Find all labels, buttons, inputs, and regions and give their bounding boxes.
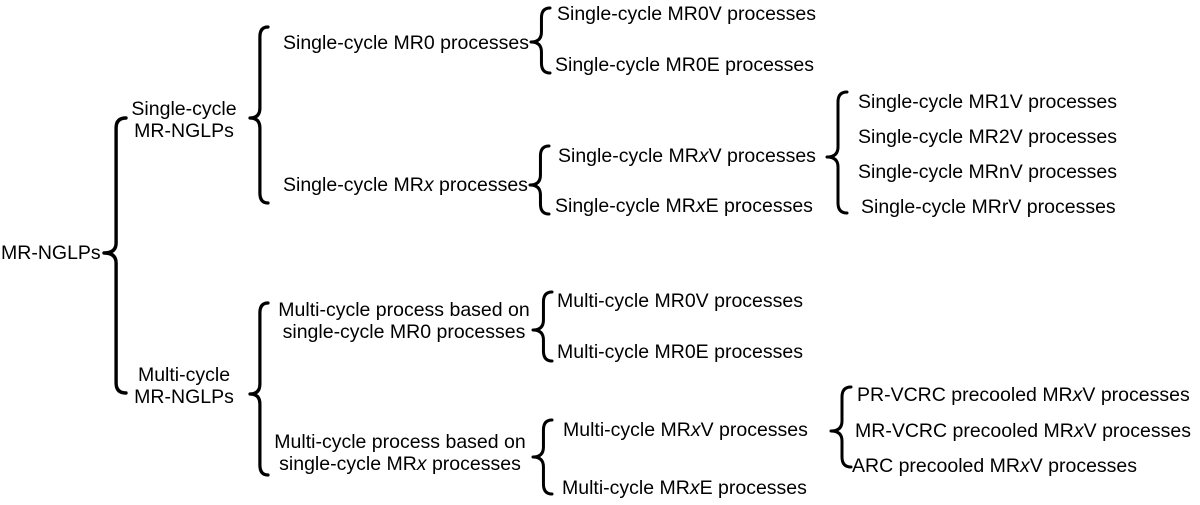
node-single-cycle-mrx-processes-line: Single-cycle MRx processes: [283, 174, 528, 196]
node-single-cycle-mr1v-processes-line: Single-cycle MR1V processes: [858, 91, 1118, 113]
node-single-cycle-mr0v-processes: Single-cycle MR0V processes: [557, 3, 816, 25]
node-single-cycle-mr0e-processes-line: Single-cycle MR0E processes: [555, 54, 815, 76]
node-single-cycle-mrrv-processes-line: Single-cycle MRrV processes: [861, 196, 1116, 218]
node-single-cycle-mr0-processes: Single-cycle MR0 processes: [283, 32, 529, 54]
node-root-line: MR-NGLPs: [1, 242, 101, 264]
node-multi-cycle-mrxv-processes-line: Multi-cycle MRxV processes: [563, 419, 808, 441]
node-multi-cycle-mr0e-processes: Multi-cycle MR0E processes: [557, 341, 803, 363]
node-multi-cycle-mrxe-processes: Multi-cycle MRxE processes: [562, 477, 807, 499]
node-multi-cycle-mrxv-processes: Multi-cycle MRxV processes: [563, 419, 808, 441]
node-multi-cycle-based-on-mr0-line: Multi-cycle process based on: [278, 299, 530, 321]
brace-multi-mr0: [531, 290, 554, 363]
node-single-cycle-mr0e-processes: Single-cycle MR0E processes: [555, 54, 814, 76]
node-multi-cycle-mr-nglps-line: Multi-cycle: [137, 364, 231, 386]
brace-single-cycle: [248, 25, 270, 205]
node-single-cycle-mr0-processes-line: Single-cycle MR0 processes: [283, 32, 530, 54]
node-single-cycle-mrxv-processes: Single-cycle MRxV processes: [558, 145, 816, 167]
node-multi-cycle-mr0v-processes: Multi-cycle MR0V processes: [557, 290, 803, 312]
node-root: MR-NGLPs: [1, 242, 101, 264]
node-arc-precooled-mrxv-line: ARC precooled MRxV processes: [852, 455, 1138, 477]
brace-multi-mrxv: [829, 385, 853, 469]
node-multi-cycle-based-on-mrx-line: single-cycle MRx processes: [279, 453, 521, 475]
node-multi-cycle-mr0e-processes-line: Multi-cycle MR0E processes: [557, 341, 803, 363]
brace-single-mrx: [528, 144, 551, 216]
node-pr-vcrc-precooled-mrxv-line: PR-VCRC precooled MRxV processes: [857, 384, 1190, 406]
node-pr-vcrc-precooled-mrxv: PR-VCRC precooled MRxV processes: [857, 384, 1190, 406]
node-single-cycle-mrxe-processes: Single-cycle MRxE processes: [555, 195, 813, 217]
node-mr-vcrc-precooled-mrxv: MR-VCRC precooled MRxV processes: [855, 420, 1191, 442]
node-multi-cycle-mrxe-processes-line: Multi-cycle MRxE processes: [562, 477, 807, 499]
brace-root: [102, 116, 128, 395]
node-multi-cycle-based-on-mrx-line: Multi-cycle process based on: [274, 431, 526, 453]
node-single-cycle-mrnv-processes-line: Single-cycle MRnV processes: [858, 161, 1118, 183]
node-single-cycle-mr-nglps-line: MR-NGLPs: [134, 120, 234, 142]
brace-multi-mrx: [531, 418, 554, 496]
node-single-cycle-mrxv-processes-line: Single-cycle MRxV processes: [558, 145, 816, 167]
node-single-cycle-mr2v-processes-line: Single-cycle MR2V processes: [858, 126, 1118, 148]
node-mr-vcrc-precooled-mrxv-line: MR-VCRC precooled MRxV processes: [855, 420, 1191, 442]
node-single-cycle-mrxe-processes-line: Single-cycle MRxE processes: [555, 195, 813, 217]
node-multi-cycle-mr-nglps-line: MR-NGLPs: [134, 386, 234, 408]
node-single-cycle-mrrv-processes: Single-cycle MRrV processes: [861, 196, 1116, 218]
node-single-cycle-mrx-processes: Single-cycle MRx processes: [283, 174, 528, 196]
node-single-cycle-mr1v-processes: Single-cycle MR1V processes: [858, 91, 1117, 113]
brace-multi-cycle: [248, 301, 270, 477]
node-single-cycle-mr-nglps-line: Single-cycle: [131, 98, 237, 120]
node-arc-precooled-mrxv: ARC precooled MRxV processes: [852, 455, 1137, 477]
node-multi-cycle-mr0v-processes-line: Multi-cycle MR0V processes: [557, 290, 803, 312]
node-single-cycle-mr0v-processes-line: Single-cycle MR0V processes: [557, 3, 817, 25]
node-single-cycle-mr2v-processes: Single-cycle MR2V processes: [858, 126, 1117, 148]
node-single-cycle-mrnv-processes: Single-cycle MRnV processes: [858, 161, 1117, 183]
node-multi-cycle-based-on-mr0-line: single-cycle MR0 processes: [282, 321, 526, 343]
brace-single-mr0: [529, 6, 552, 75]
brace-single-mrxv: [825, 90, 849, 215]
